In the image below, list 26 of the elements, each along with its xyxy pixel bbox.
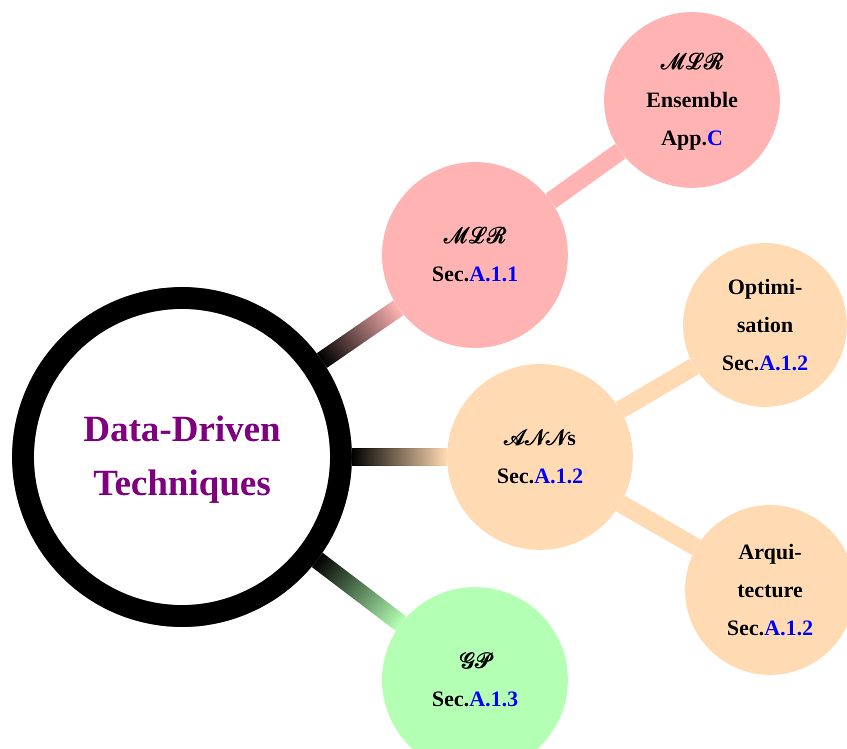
branch-connector	[545, 144, 626, 208]
section-link: A.1.2	[534, 463, 584, 488]
section-link: A.1.1	[469, 261, 518, 286]
topic-label: Arqui- tecture	[736, 538, 804, 604]
topic-label: Optimi- sation	[726, 273, 804, 339]
section-link: C	[706, 125, 723, 150]
branch-connector	[316, 300, 404, 368]
topic-label: 𝒜𝒩𝒩s	[504, 424, 576, 452]
topic-label: ℳℒℛ	[661, 48, 723, 76]
section-reference: Sec.A.1.1	[432, 260, 518, 288]
branch-connector	[616, 496, 701, 556]
section-reference: Sec.A.1.2	[496, 462, 584, 490]
topic-label: 𝒢𝒫	[459, 642, 491, 680]
branch-connector	[312, 552, 406, 631]
topic-label: Ensemble	[646, 86, 738, 114]
section-link: A.1.3	[469, 686, 518, 711]
topic-label: ℳℒℛ	[444, 222, 506, 250]
section-reference: Sec.A.1.3	[432, 685, 518, 713]
central-topic-title: Data-Driven Techniques	[82, 408, 282, 506]
section-reference: Sec.A.1.2	[722, 349, 808, 377]
section-link: A.1.2	[759, 350, 808, 375]
branch-connector	[352, 448, 447, 466]
section-link: A.1.2	[764, 615, 814, 640]
branch-connector	[616, 358, 699, 418]
section-reference: Sec.A.1.2	[726, 614, 814, 642]
section-reference: App.C	[661, 124, 723, 152]
